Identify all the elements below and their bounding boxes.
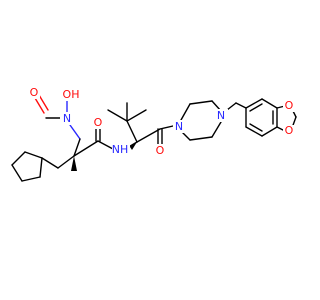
bond-tle-alpha-cq [126,120,138,143]
atom-piperazine-n1: N [175,120,183,133]
atom-dioxole-oxygen-1: O [285,99,294,112]
bond-cp-3 [11,164,23,182]
bond-formyl-c-o-double [34,97,45,114]
atom-labels: O N OH O NH O N N O O [27,86,295,157]
stereo-wedge-2 [130,142,137,150]
bond-ch2-aryl [235,102,247,109]
bonds [11,94,297,182]
bond-formyl-c-o-double-2 [38,94,49,111]
bond-ar-c2-c3 [261,98,278,109]
bond-alpha-carbonyl [73,140,99,157]
bond-pip-c5-c6 [189,136,213,141]
atom-amide-nh: NH [112,143,129,156]
bond-ar-inner-1 [249,103,263,112]
bond-ch2-alpha [73,138,81,157]
bond-carbonyl2-n [159,125,174,130]
atom-hydroxy-oh: OH [63,88,80,101]
bond-cq-me2 [107,109,128,122]
bond-cq-me3 [126,109,147,122]
bond-cp-5 [39,157,43,178]
bond-pip-c2-c3 [189,100,213,105]
bond-ar-c5-c6 [245,126,263,137]
bond-cp-4 [21,176,41,182]
bond-ar-inner-3 [249,123,263,132]
atom-formyl-oxygen: O [30,86,39,99]
bond-ar-c1-c2 [245,98,263,109]
molecule-structure-diagram: O N OH O NH O N N O O [11,86,297,182]
atom-n-hydroxy-nitrogen: N [63,112,71,125]
bond-ar-c4-c5 [261,126,278,137]
bond-pip-n4-c5 [211,121,222,138]
bond-cp-attach [41,157,59,169]
atom-piperazine-n4: N [217,109,225,122]
bond-carbonyl1-nh [97,140,114,150]
bond-tle-alpha-carbonyl2 [136,128,161,143]
bond-n4-ch2 [226,102,237,111]
atom-dioxole-oxygen-2: O [285,124,294,137]
bond-cp-1 [24,151,43,159]
atom-amide-oxygen-1: O [94,116,103,129]
bond-cp-2 [11,151,26,166]
bond-alpha-ch2-cp [57,155,75,169]
bond-pip-n1-c2 [180,103,191,121]
stereo-wedges [71,142,137,171]
bond-n-ch2 [69,124,81,140]
atom-amide-oxygen-2: O [156,144,165,157]
stereo-wedge-1 [71,156,77,171]
